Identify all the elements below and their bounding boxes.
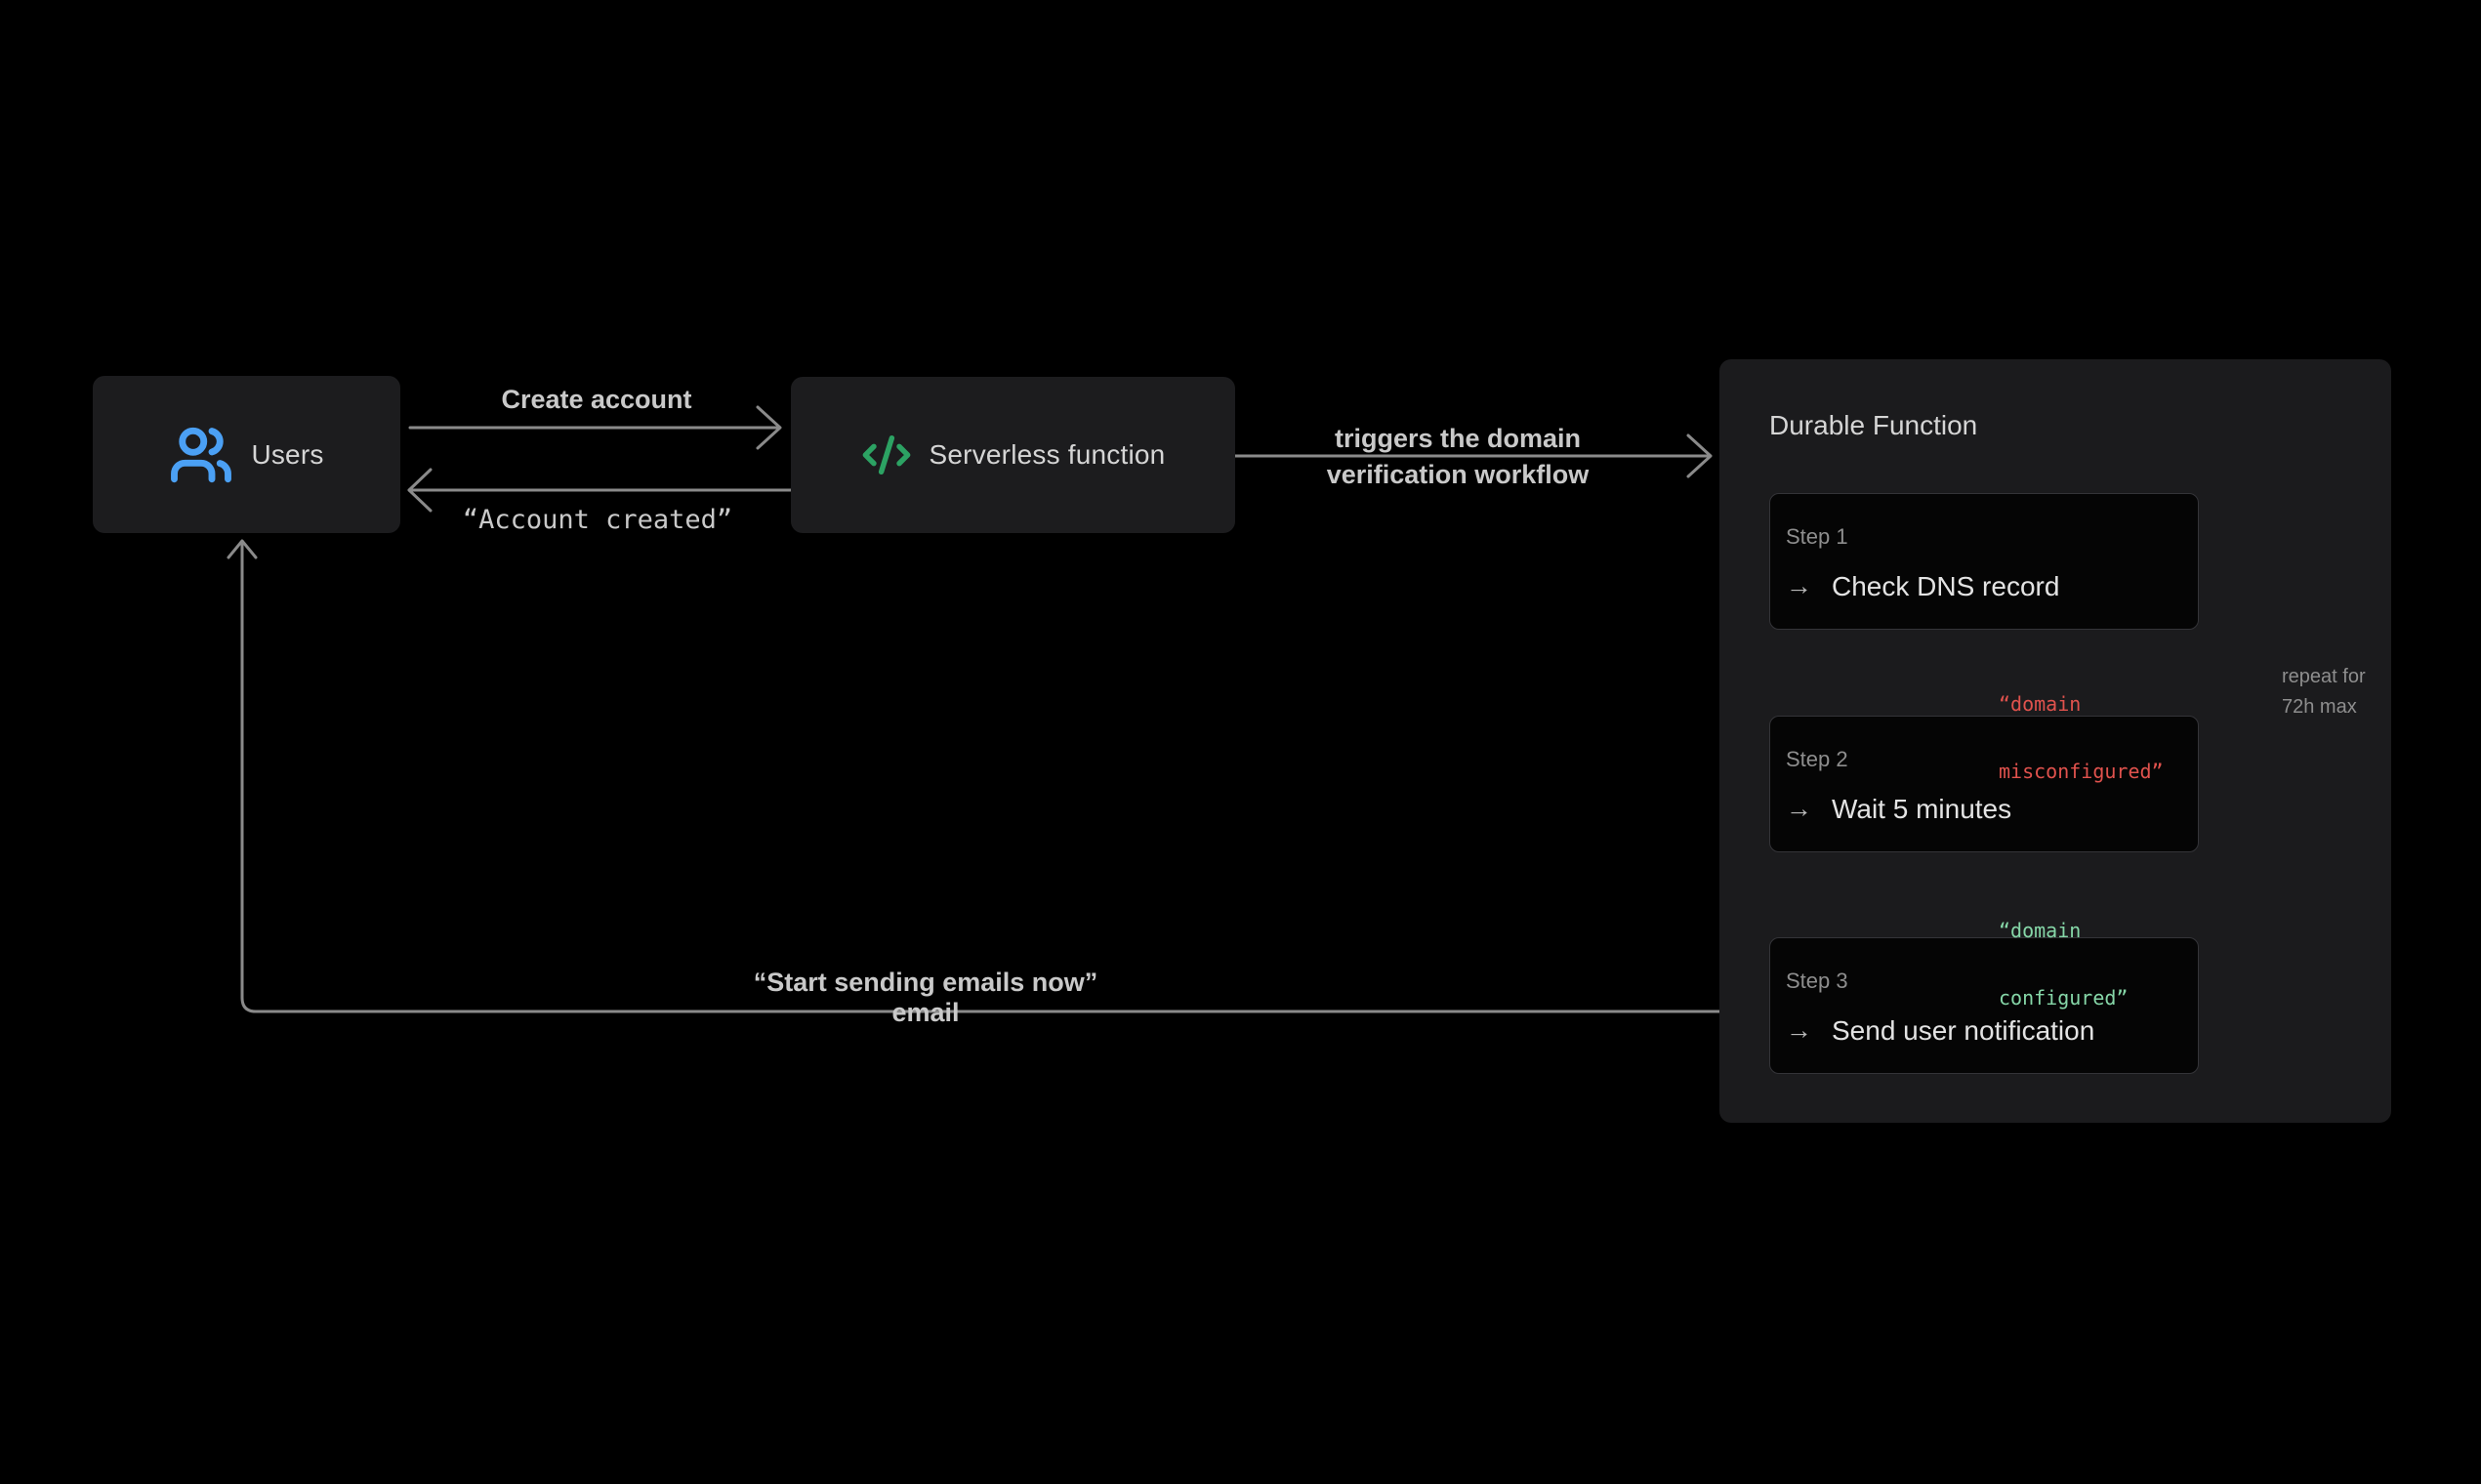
domain-misconfigured-label: “domain misconfigured”	[1999, 648, 2164, 828]
step-1-title: Check DNS record	[1832, 571, 2060, 601]
arrow-right-icon: →	[1786, 571, 1812, 600]
triggers-workflow-label-line1: triggers the domain	[1334, 424, 1582, 453]
create-account-label: Create account	[501, 385, 692, 414]
step-2-title: Wait 5 minutes	[1832, 794, 2012, 824]
repeat-72h-line1: repeat for	[2282, 666, 2366, 687]
domain-configured-line2: configured”	[1999, 986, 2129, 1010]
arrow-right-icon: →	[1786, 794, 1812, 823]
users-node: Users	[93, 376, 400, 533]
return-to-users-arrow	[227, 539, 1771, 1013]
start-sending-emails-label: “Start sending emails now” email	[753, 968, 1098, 1027]
code-icon	[862, 434, 910, 475]
step-3-box: Step 3 → Send user notification	[1769, 937, 2199, 1074]
step-3-label: Step 3	[1786, 969, 1848, 993]
step-1-box: Step 1 → Check DNS record	[1769, 493, 2199, 630]
serverless-function-node: Serverless function	[791, 377, 1235, 533]
repeat-72h-label: repeat for 72h max	[2282, 662, 2366, 722]
arrow-right-icon: →	[1786, 1015, 1812, 1045]
step-2-box: Step 2 → Wait 5 minutes	[1769, 716, 2199, 852]
serverless-function-label: Serverless function	[929, 439, 1166, 470]
triggers-workflow-label: triggers the domain verification workflo…	[1262, 421, 1653, 493]
step-2-label: Step 2	[1786, 747, 1848, 771]
domain-configured-line1: “domain	[1999, 919, 2082, 942]
step-3-title: Send user notification	[1832, 1015, 2095, 1046]
repeat-72h-line2: 72h max	[2282, 696, 2357, 718]
domain-misconfigured-line2: misconfigured”	[1999, 760, 2164, 783]
domain-misconfigured-line1: “domain	[1999, 692, 2082, 716]
durable-function-title: Durable Function	[1769, 410, 1978, 440]
durable-function-panel: Durable Function Step 1 → Check DNS reco…	[1719, 359, 2391, 1123]
users-icon	[171, 427, 232, 482]
step-1-label: Step 1	[1786, 524, 1848, 549]
domain-configured-label: “domain configured”	[1999, 875, 2128, 1054]
users-label: Users	[251, 438, 324, 470]
triggers-workflow-label-line2: verification workflow	[1326, 460, 1590, 489]
account-created-label: “Account created”	[462, 505, 733, 535]
